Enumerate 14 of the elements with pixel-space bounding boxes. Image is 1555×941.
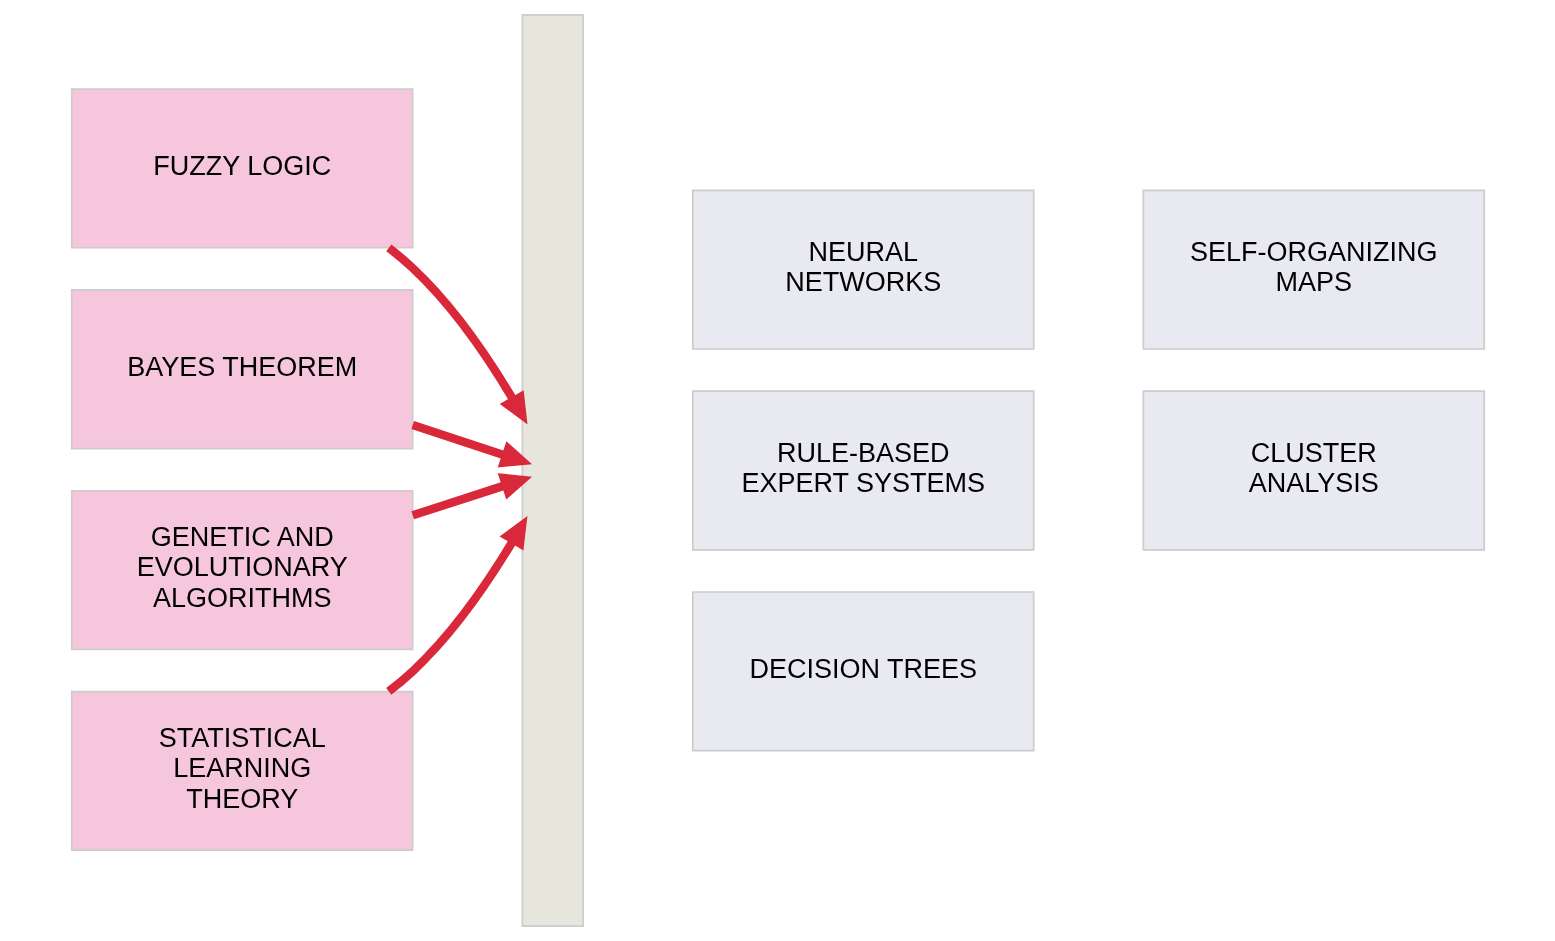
arrow [385,516,527,695]
arrow [385,244,527,425]
node-box: STATISTICAL LEARNING THEORY [70,690,413,852]
node-box: GENETIC AND EVOLUTIONARY ALGORITHMS [70,489,413,651]
node-box: CLUSTER ANALYSIS [1142,390,1485,551]
arrow [410,420,532,468]
node-bar [521,14,584,927]
node-box: NEURAL NETWORKS [691,189,1034,350]
node-box: SELF-ORGANIZING MAPS [1142,189,1485,350]
node-box: DECISION TREES [691,591,1034,752]
arrow [410,473,532,520]
node-box: BAYES THEOREM [70,289,413,450]
node-box: RULE-BASED EXPERT SYSTEMS [691,390,1034,551]
node-box: FUZZY LOGIC [70,88,413,249]
